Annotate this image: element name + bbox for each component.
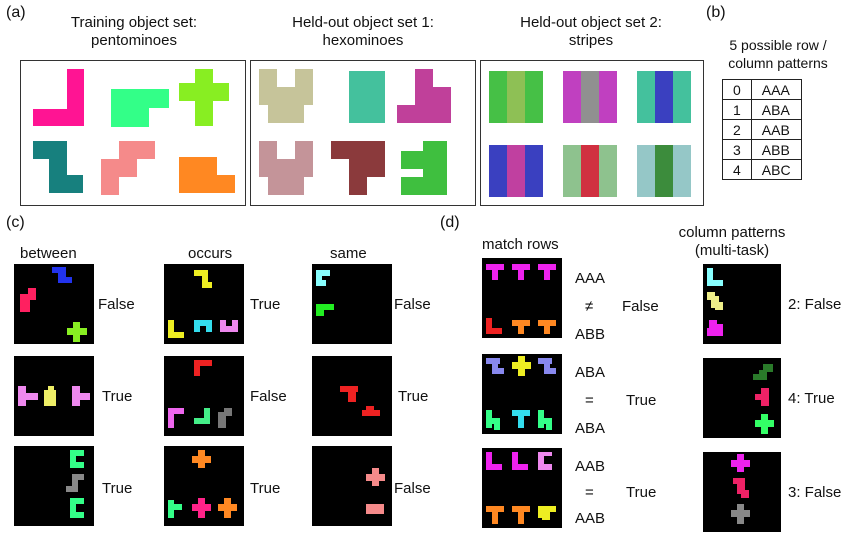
stripes-box [480,60,704,206]
pentomino-l-flat [179,157,235,193]
column-answer-3: 3: False [788,484,842,501]
occurs-answer-3: True [250,480,281,497]
match-tile-2 [482,354,562,434]
task-title-between: between [20,245,77,262]
match-relation-3: = [585,484,594,501]
match-bottom-3: AAB [575,510,606,527]
hexominoes-shapes [259,69,451,195]
stripe-5 [563,145,617,197]
panel-label-d: (d) [440,214,460,231]
pentominoes-box [20,60,246,206]
match-top-1: AAA [575,270,606,287]
set-title-pentominoes: Training object set:pentominoes [70,14,198,49]
match-tile-1 [482,258,562,338]
column-tile-3 [703,452,781,532]
stripe-4 [489,145,543,197]
column-tile-2 [703,358,781,438]
between-answer-1: False [98,296,135,313]
match-relation-1: ≠ [585,298,594,315]
occurs-tile-2 [164,356,244,436]
stripe-2 [563,71,617,123]
hexomino-khaki [259,69,313,123]
hexomino-seafoam [349,71,385,123]
occurs-answer-2: False [250,388,287,405]
match-answer-2: True [626,392,657,409]
between-answer-3: True [102,480,133,497]
pentomino-w [101,141,155,195]
between-tile-2 [14,356,94,436]
hexomino-mauve [259,141,313,195]
stripe-6 [637,145,691,197]
same-answer-3: False [394,480,431,497]
column-answer-1: 2: False [788,296,842,313]
match-tile-3 [482,448,562,528]
panel-label-b: (b) [706,4,726,21]
column-patterns-title: column patterns(multi-task) [678,224,786,259]
between-tile-3 [14,446,94,526]
stripes-shapes [489,71,691,197]
match-bottom-2: ABA [575,420,606,437]
match-bottom-1: ABB [575,326,606,343]
task-title-same: same [330,245,367,262]
panel-label-c: (c) [6,214,25,231]
same-answer-2: True [398,388,429,405]
match-rows-title: match rows [482,236,559,253]
stripe-3 [637,71,691,123]
match-top-3: AAB [575,458,606,475]
hexomino-plum [397,69,451,123]
pentomino-p [111,89,169,127]
hexomino-maroon [331,141,385,195]
column-answer-2: 4: True [788,390,835,407]
patterns-title: 5 possible row /column patterns [728,37,828,71]
pentomino-l [33,69,84,126]
pentominoes-shapes [33,69,235,195]
panel-label-a: (a) [6,4,26,21]
pentomino-x [179,69,229,126]
match-top-2: ABA [575,364,606,381]
pentomino-z [33,141,83,193]
same-tile-1 [312,264,392,344]
match-answer-3: True [626,484,657,501]
occurs-tile-3 [164,446,244,526]
same-answer-1: False [394,296,431,313]
occurs-tile-1 [164,264,244,344]
hexominoes-box [250,60,476,206]
same-tile-3 [312,446,392,526]
between-tile-1 [14,264,94,344]
set-title-hexominoes: Held-out object set 1:hexominoes [292,14,434,49]
match-answer-1: False [622,298,659,315]
task-title-occurs: occurs [188,245,233,262]
stripe-1 [489,71,543,123]
hexomino-green [401,141,447,195]
set-title-stripes: Held-out object set 2:stripes [520,14,662,49]
match-relation-2: = [585,392,594,409]
occurs-answer-1: True [250,296,281,313]
same-tile-2 [312,356,392,436]
between-answer-2: True [102,388,133,405]
column-tile-1 [703,264,781,344]
